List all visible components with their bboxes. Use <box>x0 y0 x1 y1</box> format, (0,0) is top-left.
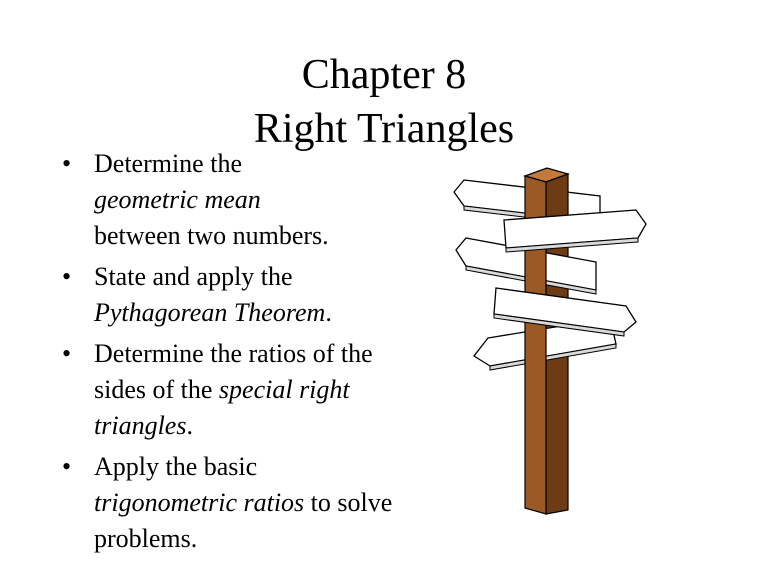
bullet-emphasis: Pythagorean Theorem <box>94 298 326 327</box>
bullet-text: . <box>186 411 193 440</box>
bullet-dot: • <box>62 339 72 368</box>
bullet-item: • Determine the geometric mean between t… <box>58 146 398 254</box>
bullet-dot: • <box>62 262 72 291</box>
sign-board-edge <box>505 237 639 253</box>
title-line-1: Chapter 8 <box>301 52 467 98</box>
bullet-text: to solve problems. <box>94 488 393 553</box>
bullet-item: • State and apply the Pythagorean Theore… <box>58 259 398 331</box>
title-line-2: Right Triangles <box>253 106 515 152</box>
bullet-emphasis: geometric mean <box>94 185 261 214</box>
bullet-text: between two numbers. <box>94 221 329 250</box>
bullet-item: • Determine the ratios of the sides of t… <box>58 336 398 444</box>
bullet-emphasis: special right triangles <box>94 375 350 440</box>
signpost-icon <box>453 167 647 515</box>
bullet-text: Determine the <box>94 149 242 178</box>
bullet-dot: • <box>62 452 72 481</box>
bullet-text: Apply the basic <box>94 452 258 481</box>
bullet-text: Determine the ratios of the sides of the <box>94 339 373 404</box>
bullet-emphasis: trigonometric ratios <box>94 488 305 517</box>
slide-title: Chapter 8 Right Triangles <box>0 48 768 156</box>
bullet-dot: • <box>62 149 72 178</box>
bullet-list: • Determine the geometric mean between t… <box>58 146 398 562</box>
sign-board <box>493 287 637 333</box>
post-front <box>524 175 547 515</box>
sign-board-edge <box>493 313 625 337</box>
bullet-text: State and apply the <box>94 262 293 291</box>
bullet-item: • Apply the basic trigonometric ratios t… <box>58 449 398 557</box>
bullet-text: . <box>325 298 332 327</box>
sign-board <box>503 209 647 249</box>
sign-board-edge <box>489 343 617 371</box>
